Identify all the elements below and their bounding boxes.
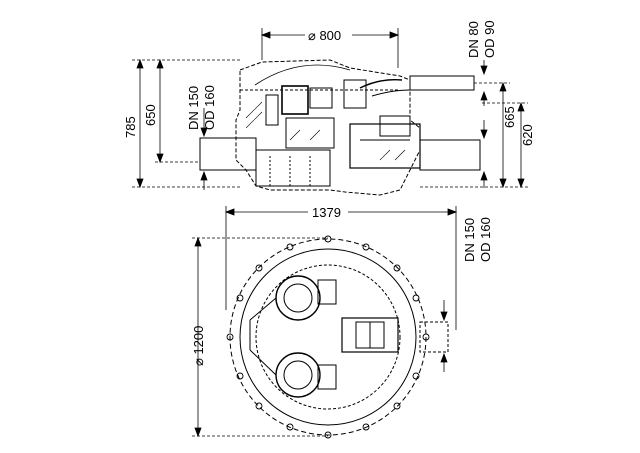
pipe-dn80-label: DN 80	[466, 21, 481, 58]
tank-side-outline	[235, 59, 421, 196]
bolt-ring	[226, 235, 430, 439]
top-pipe-od160-label: OD 160	[478, 217, 493, 262]
dim-650-label: 650	[143, 104, 158, 126]
side-view	[199, 59, 481, 196]
outlet-pipe-small	[409, 75, 475, 91]
outlet-pipe-large	[419, 139, 481, 171]
side-view-dimensions	[132, 28, 528, 190]
pump-block-left	[281, 85, 309, 115]
diameter-1200-label: ⌀ 1200	[191, 326, 206, 366]
pump-circle-top	[275, 275, 321, 321]
top-view-dimensions	[192, 206, 458, 438]
dim-785-label: 785	[123, 116, 138, 138]
pump-circle-bottom	[275, 352, 321, 398]
pipe-od160-label: OD 160	[202, 85, 217, 130]
control-block	[341, 317, 399, 353]
dim-665-label: 665	[502, 106, 517, 128]
top-view	[226, 235, 449, 439]
pipe-dn150-label: DN 150	[186, 86, 201, 130]
dim-1379-label: 1379	[312, 205, 341, 220]
pipe-od90-label: OD 90	[482, 20, 497, 58]
top-pipe-dn150-label: DN 150	[462, 218, 477, 262]
inlet-pipe	[199, 137, 257, 171]
diameter-800-label: ⌀ 800	[308, 28, 341, 43]
inner-ring	[239, 248, 417, 426]
dim-620-label: 620	[520, 124, 535, 146]
outer-ring	[229, 238, 427, 436]
